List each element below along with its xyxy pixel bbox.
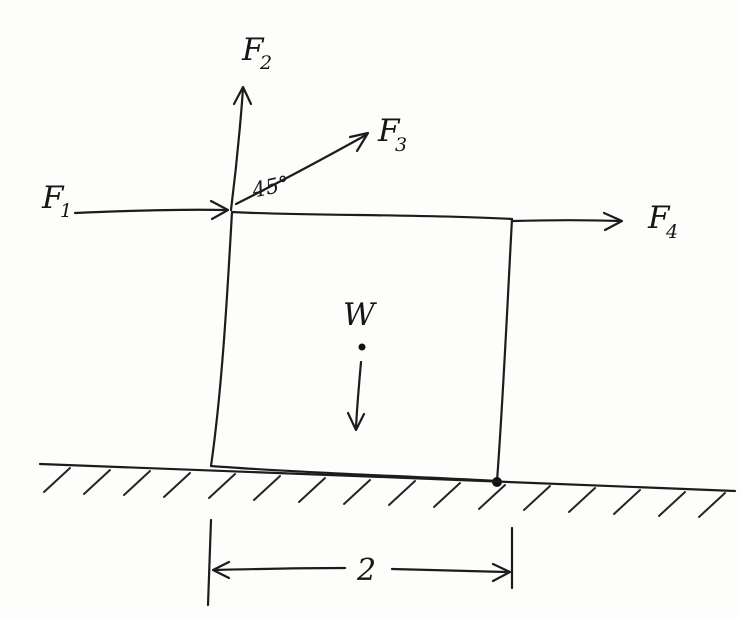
f3-arrowhead-icon (348, 131, 370, 153)
dimension-line-right (390, 567, 508, 574)
f4-label-subscript: 4 (665, 221, 678, 243)
weight-point-dot (358, 343, 366, 351)
f1-arrow-shaft (73, 208, 228, 215)
force-f2: F 2 (229, 32, 272, 212)
f4-arrow-shaft (511, 219, 622, 223)
force-f4: F 4 (511, 200, 678, 243)
dimension-arrowhead-left-icon (211, 560, 231, 580)
f1-label-subscript: 1 (60, 200, 72, 222)
dimension-label: 2 (356, 553, 376, 588)
dimension-arrowhead-right-icon (491, 562, 512, 583)
f3-arrow-shaft (234, 133, 368, 206)
dimension: 2 (206, 518, 514, 607)
block-top-edge (230, 210, 514, 221)
ground-line (38, 462, 737, 493)
f3-label-subscript: 3 (395, 134, 407, 156)
block-left-edge (209, 210, 234, 468)
dimension-line-left (212, 566, 347, 572)
f2-label-subscript: 2 (259, 52, 272, 74)
weight-label: W (343, 297, 377, 333)
force-f3: F 3 45° (234, 113, 407, 206)
dimension-extension-left (206, 518, 213, 607)
block-right-edge (495, 217, 514, 483)
f3-label: F (377, 113, 401, 149)
f4-label: F (647, 200, 671, 236)
weight-arrowhead-icon (346, 411, 366, 432)
angle-label: 45° (249, 171, 291, 202)
force-f1: F 1 (41, 180, 230, 222)
weight-arrow-shaft (354, 360, 363, 430)
f2-arrow-shaft (229, 87, 245, 212)
f1-arrowhead-icon (209, 199, 230, 221)
ground (38, 462, 737, 518)
ground-hatch-marks (43, 467, 726, 518)
f2-label: F (241, 32, 265, 68)
f4-arrowhead-icon (602, 211, 624, 232)
weight-w: W (343, 297, 377, 432)
f1-label: F (41, 180, 65, 216)
f2-arrowhead-icon (232, 85, 253, 106)
